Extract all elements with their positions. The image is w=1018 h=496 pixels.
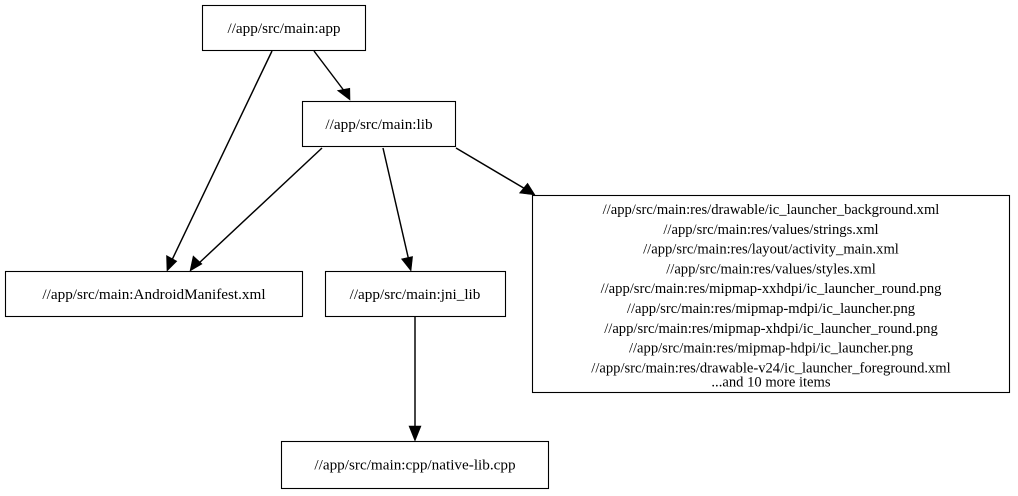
edge-line: [313, 50, 346, 93]
node-label-resources-line-4: //app/src/main:res/values/styles.xml: [666, 261, 876, 277]
arrowhead-icon: [518, 182, 536, 196]
node-label-resources-line-3: //app/src/main:res/layout/activity_main.…: [643, 242, 899, 258]
edge-line: [382, 147, 410, 262]
edge-jni-lib-to-native-lib: [408, 317, 422, 442]
node-label-resources-line-8: //app/src/main:res/mipmap-hdpi/ic_launch…: [629, 341, 914, 357]
node-label-resources-line-6: //app/src/main:res/mipmap-mdpi/ic_launch…: [627, 301, 916, 317]
node-app[interactable]: //app/src/main:app: [201, 4, 367, 52]
graph-edges: [166, 50, 536, 442]
node-label-resources-line-9: //app/src/main:res/drawable-v24/ic_launc…: [591, 360, 950, 376]
graph-nodes: //app/src/main:app //app/src/main:lib //…: [4, 4, 1011, 490]
edge-app-to-lib: [313, 50, 351, 101]
node-label-resources-line-10: ...and 10 more items: [711, 375, 830, 391]
node-resources[interactable]: //app/src/main:res/drawable/ic_launcher_…: [531, 194, 1011, 394]
node-label-jni-lib: //app/src/main:jni_lib: [350, 286, 481, 303]
node-label-app: //app/src/main:app: [227, 20, 340, 37]
node-label-resources-line-1: //app/src/main:res/drawable/ic_launcher_…: [603, 202, 940, 218]
node-box[interactable]: [4, 270, 304, 318]
arrowhead-icon: [189, 255, 203, 272]
node-label-resources-line-2: //app/src/main:res/values/strings.xml: [663, 222, 878, 238]
arrowhead-icon: [408, 425, 422, 442]
edge-line: [197, 147, 323, 265]
arrowhead-icon: [336, 87, 351, 101]
node-jni-lib[interactable]: //app/src/main:jni_lib: [324, 270, 507, 318]
edge-line: [455, 147, 528, 191]
node-box[interactable]: [531, 194, 1011, 394]
node-label-native-lib: //app/src/main:cpp/native-lib.cpp: [314, 456, 515, 473]
node-android-manifest[interactable]: //app/src/main:AndroidManifest.xml: [4, 270, 304, 318]
node-label-lib: //app/src/main:lib: [325, 116, 433, 133]
arrowhead-icon: [400, 256, 413, 272]
edge-line: [170, 50, 273, 263]
node-box[interactable]: [201, 4, 367, 52]
node-label-resources-line-5: //app/src/main:res/mipmap-xxhdpi/ic_laun…: [601, 281, 943, 297]
node-box[interactable]: [280, 440, 550, 490]
edge-lib-to-manifest: [189, 147, 323, 272]
arrowhead-icon: [166, 254, 178, 272]
node-lib[interactable]: //app/src/main:lib: [301, 100, 457, 148]
edge-app-to-manifest: [166, 50, 273, 272]
node-label-android-manifest: //app/src/main:AndroidManifest.xml: [42, 286, 265, 303]
edge-lib-to-resources: [455, 147, 536, 196]
node-box[interactable]: [324, 270, 507, 318]
edge-lib-to-jni-lib: [382, 147, 413, 272]
node-native-lib[interactable]: //app/src/main:cpp/native-lib.cpp: [280, 440, 550, 490]
node-label-resources-line-7: //app/src/main:res/mipmap-xhdpi/ic_launc…: [604, 321, 938, 337]
node-box[interactable]: [301, 100, 457, 148]
